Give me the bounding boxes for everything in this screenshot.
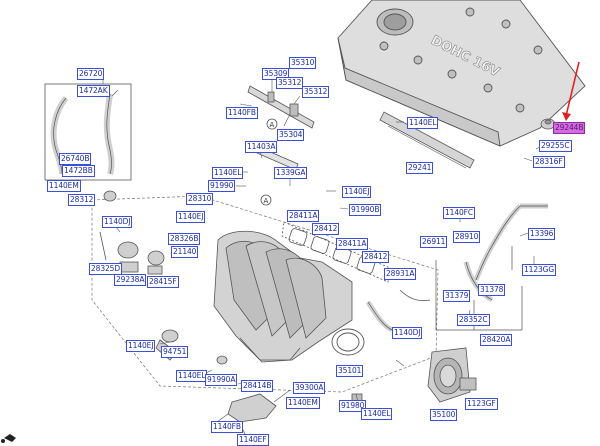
part-label-11403a[interactable]: 11403A (245, 141, 278, 153)
part-label-28325d[interactable]: 28325D (89, 263, 123, 275)
part-label-26740b[interactable]: 26740B (59, 153, 92, 165)
callout-a-top (266, 118, 278, 130)
part-label-91990b[interactable]: 91990B (349, 204, 382, 216)
highlight-arrowhead (562, 112, 571, 121)
part-label-1140dj-a[interactable]: 1140DJ (102, 216, 133, 228)
part-label-28415f[interactable]: 28415F (147, 276, 179, 288)
part-label-29244b-highlighted[interactable]: 29244B (553, 122, 586, 134)
part-label-1140el-a[interactable]: 1140EL (212, 167, 244, 179)
part-label-1140fb-bottom[interactable]: 1140FB (211, 421, 243, 433)
part-label-28412-b[interactable]: 28412 (362, 251, 390, 263)
part-label-35304[interactable]: 35304 (277, 129, 305, 141)
part-label-28326b[interactable]: 28326B (168, 233, 201, 245)
part-label-1140ej-b[interactable]: 1140EJ (176, 211, 206, 223)
part-label-35312-top[interactable]: 35312 (276, 77, 304, 89)
part-label-28414b[interactable]: 28414B (241, 380, 274, 392)
callout-a-mid-label: A (264, 197, 269, 205)
part-label-28910[interactable]: 28910 (453, 231, 481, 243)
callout-markers (260, 118, 278, 206)
part-label-28411a-b[interactable]: 28411A (336, 238, 369, 250)
part-label-1140ef[interactable]: 1140EF (237, 434, 269, 446)
part-label-1140fc[interactable]: 1140FC (443, 207, 476, 219)
part-label-29238a[interactable]: 29238A (114, 274, 147, 286)
pcv-hoses (365, 203, 548, 333)
part-label-1140fb-top[interactable]: 1140FB (226, 107, 258, 119)
part-label-26720[interactable]: 26720 (77, 68, 105, 80)
grommet-part (540, 118, 556, 130)
manifold-box (91, 195, 439, 393)
fuel-rail (247, 85, 315, 171)
part-label-29241[interactable]: 29241 (406, 162, 434, 174)
part-label-1123gg[interactable]: 1123GG (522, 264, 557, 276)
part-label-28312[interactable]: 28312 (68, 194, 96, 206)
part-label-1140ej-a[interactable]: 1140EJ (342, 186, 372, 198)
part-label-28316f[interactable]: 28316F (533, 156, 565, 168)
part-label-31379[interactable]: 31379 (443, 290, 471, 302)
part-label-35100[interactable]: 35100 (430, 409, 458, 421)
part-label-1140dj-b[interactable]: 1140DJ (392, 327, 423, 339)
part-label-35101[interactable]: 35101 (336, 365, 364, 377)
part-label-94751[interactable]: 94751 (161, 346, 189, 358)
part-label-21140[interactable]: 21140 (171, 246, 199, 258)
part-label-1472ak[interactable]: 1472AK (77, 85, 110, 97)
part-label-28412-a[interactable]: 28412 (312, 223, 340, 235)
callout-a-mid (260, 194, 272, 206)
part-label-1140em-left[interactable]: 1140EM (47, 180, 81, 192)
part-label-28352c[interactable]: 28352C (457, 314, 490, 326)
engine-cover (337, 0, 586, 147)
part-label-28931a[interactable]: 28931A (384, 268, 417, 280)
part-label-35312-bottom[interactable]: 35312 (302, 86, 330, 98)
left-sensors (99, 190, 179, 361)
part-label-29255c[interactable]: 29255C (539, 140, 572, 152)
part-label-1140el-b[interactable]: 1140EL (407, 117, 439, 129)
part-label-1123gf[interactable]: 1123GF (465, 398, 498, 410)
part-label-26911[interactable]: 26911 (420, 236, 448, 248)
part-label-13396[interactable]: 13396 (528, 228, 556, 240)
intake-manifold (213, 230, 353, 363)
part-label-28310[interactable]: 28310 (186, 193, 214, 205)
part-label-91990a[interactable]: 91990A (205, 374, 238, 386)
throttle-gasket (331, 328, 365, 356)
part-label-1140ej-c[interactable]: 1140EJ (126, 340, 156, 352)
highlight-arrow (565, 61, 580, 117)
part-label-31378[interactable]: 31378 (478, 284, 506, 296)
cover-bracket (379, 111, 475, 169)
part-label-1140el-d[interactable]: 1140EL (361, 408, 393, 420)
part-label-91990[interactable]: 91990 (208, 180, 236, 192)
callout-a-top-label: A (270, 121, 275, 129)
part-label-1140el-c[interactable]: 1140EL (176, 370, 208, 382)
part-label-1472bb[interactable]: 1472BB (62, 165, 95, 177)
corner-logo (1, 434, 16, 443)
part-label-91980[interactable]: 91980 (339, 400, 367, 412)
hose-box (44, 83, 132, 181)
part-label-39300a[interactable]: 39300A (293, 382, 326, 394)
throttle-body (427, 347, 477, 403)
part-label-1339ga[interactable]: 1339GA (274, 167, 308, 179)
part-label-28411a-a[interactable]: 28411A (287, 210, 320, 222)
part-label-28420a[interactable]: 28420A (480, 334, 513, 346)
part-label-35310[interactable]: 35310 (289, 57, 317, 69)
part-label-1140em-bottom[interactable]: 1140EM (286, 397, 320, 409)
